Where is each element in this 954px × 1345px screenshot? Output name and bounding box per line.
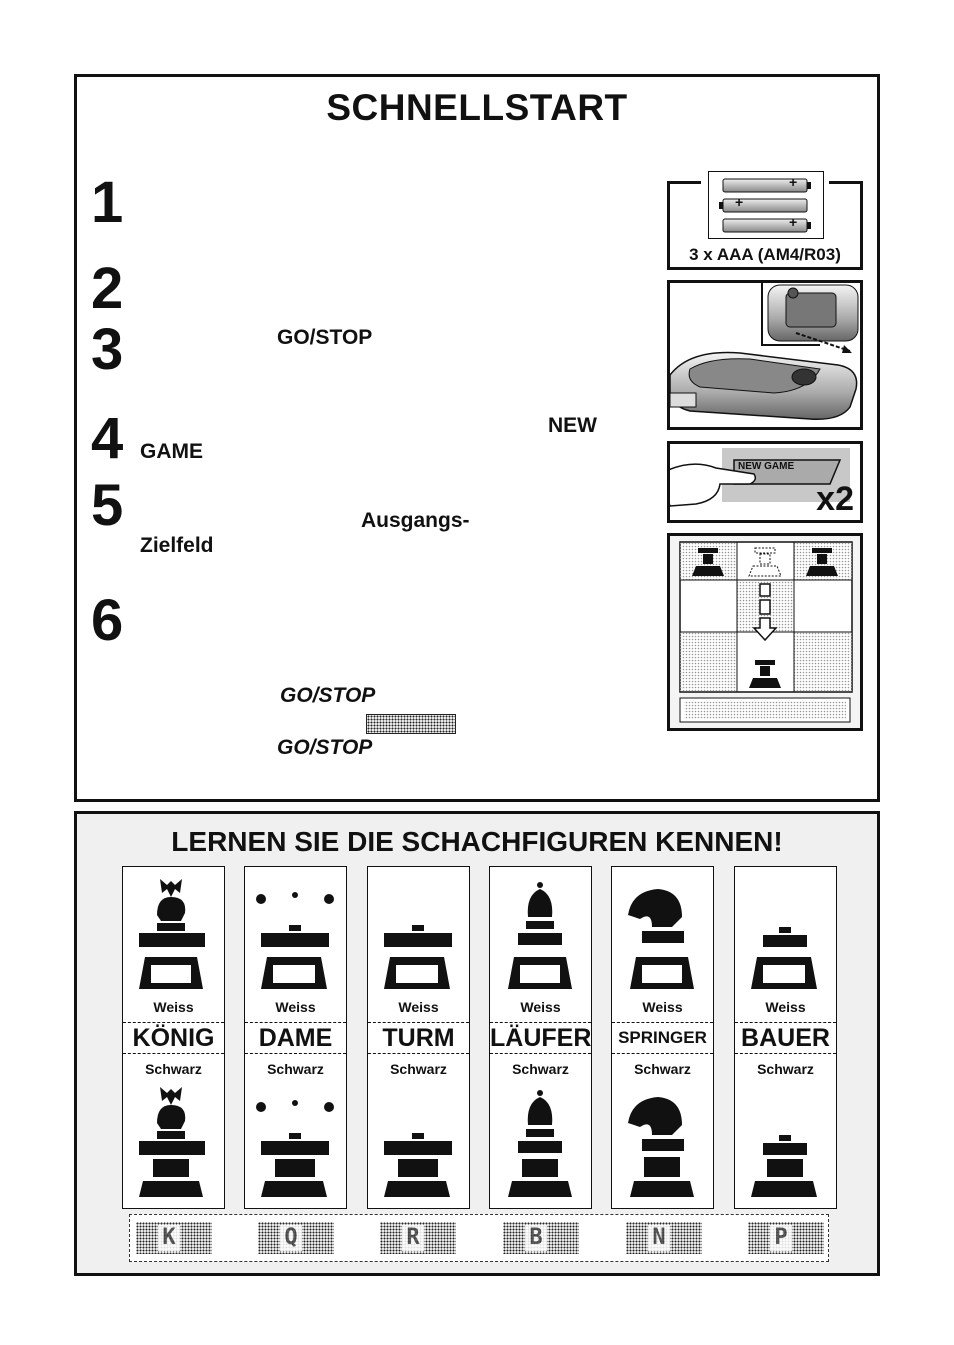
- step-number-6: 6: [91, 588, 124, 653]
- rook-icon: [384, 1133, 452, 1197]
- lcd-cell-rook: R: [380, 1222, 456, 1254]
- learn-pieces-title: LERNEN SIE DIE SCHACHFIGUREN KENNEN!: [171, 826, 783, 857]
- king-icon: [139, 1087, 205, 1197]
- battery-plus-3: +: [789, 214, 798, 230]
- board-panel: [667, 533, 863, 731]
- black-label: Schwarz: [512, 1061, 569, 1077]
- knight-icon: [628, 889, 694, 989]
- white-label: Weiss: [765, 999, 806, 1015]
- learn-pieces-panel: LERNEN SIE DIE SCHACHFIGUREN KENNEN! Wei…: [74, 811, 880, 1276]
- device-panel: [667, 280, 863, 430]
- battery-label: 3 x AAA (AM4/R03): [689, 245, 841, 264]
- new-game-panel: NEW GAME x2: [667, 441, 863, 523]
- keyword-game: GAME: [140, 440, 203, 463]
- white-label: Weiss: [520, 999, 561, 1015]
- piece-card-bishop: Weiss LÄUFER Schwarz: [489, 866, 592, 1209]
- piece-name-pawn: BAUER: [735, 1022, 836, 1054]
- quickstart-panel: SCHNELLSTART 1 2 3 4 5 6 GO/STOP NEW GAM…: [74, 74, 880, 802]
- white-label: Weiss: [275, 999, 316, 1015]
- step-number-4: 4: [91, 406, 124, 471]
- white-label: Weiss: [153, 999, 194, 1015]
- keyword-new: NEW: [548, 414, 597, 437]
- lcd-glyph-rook: R: [402, 1225, 424, 1251]
- battery-compartment: + + +: [708, 171, 824, 239]
- black-label: Schwarz: [267, 1061, 324, 1077]
- step-number-5: 5: [91, 473, 124, 538]
- step-number-1: 1: [91, 170, 124, 235]
- new-game-key-illustration: [670, 448, 850, 507]
- battery-icon: [719, 178, 811, 233]
- white-label: Weiss: [398, 999, 439, 1015]
- press-count: x2: [816, 480, 854, 518]
- rook-icon: [384, 925, 452, 989]
- move-demo-board: [679, 541, 853, 723]
- lcd-cell-queen: Q: [258, 1222, 334, 1254]
- battery-panel: + + + 3 x AAA (AM4/R03): [667, 171, 863, 270]
- piece-card-king: Weiss KÖNIG Schwarz: [122, 866, 225, 1209]
- piece-card-pawn: Weiss BAUER Schwarz: [734, 866, 837, 1209]
- white-label: Weiss: [642, 999, 683, 1015]
- black-label: Schwarz: [634, 1061, 691, 1077]
- knight-icon: [628, 1097, 694, 1197]
- black-label: Schwarz: [145, 1061, 202, 1077]
- keyword-zielfeld: Zielfeld: [140, 534, 214, 557]
- lcd-glyph-king: K: [158, 1225, 180, 1251]
- lcd-glyph-queen: Q: [280, 1225, 302, 1251]
- piece-card-rook: Weiss TURM Schwarz: [367, 866, 470, 1209]
- battery-plus-1: +: [789, 174, 798, 190]
- lcd-glyph-knight: N: [648, 1225, 670, 1251]
- lcd-cell-king: K: [136, 1222, 212, 1254]
- piece-card-knight: Weiss SPRINGER Schwarz: [611, 866, 714, 1209]
- piece-name-queen: DAME: [245, 1022, 346, 1054]
- queen-icon: [256, 892, 334, 989]
- pawn-icon: [751, 927, 817, 989]
- bishop-icon: [508, 882, 572, 989]
- lcd-stop-display: [366, 714, 456, 734]
- keyword-go-stop-italic-1: GO/STOP: [280, 684, 376, 707]
- queen-icon: [256, 1100, 334, 1197]
- new-game-key-label: NEW GAME: [738, 461, 795, 472]
- bishop-icon: [508, 1090, 572, 1197]
- lcd-cell-knight: N: [626, 1222, 702, 1254]
- lcd-glyph-bishop: B: [525, 1225, 547, 1251]
- step-number-2: 2: [91, 256, 124, 321]
- pawn-icon: [751, 1135, 817, 1197]
- chess-computer-illustration: [670, 283, 859, 420]
- piece-card-queen: Weiss DAME Schwarz: [244, 866, 347, 1209]
- piece-name-bishop: LÄUFER: [490, 1022, 592, 1054]
- piece-name-knight: SPRINGER: [612, 1022, 713, 1054]
- king-icon: [139, 879, 205, 989]
- keyword-ausgangs: Ausgangs-: [361, 509, 470, 532]
- lcd-symbol-row: K Q R B N P: [129, 1214, 829, 1262]
- step-number-3: 3: [91, 317, 124, 382]
- lcd-glyph-pawn: P: [770, 1225, 792, 1251]
- black-label: Schwarz: [390, 1061, 447, 1077]
- battery-plus-2: +: [735, 194, 744, 210]
- keyword-go-stop-italic-2: GO/STOP: [277, 736, 373, 759]
- piece-name-king: KÖNIG: [123, 1022, 224, 1054]
- black-label: Schwarz: [757, 1061, 814, 1077]
- lcd-cell-bishop: B: [503, 1222, 579, 1254]
- lcd-cell-pawn: P: [748, 1222, 824, 1254]
- keyword-go-stop: GO/STOP: [277, 326, 373, 349]
- piece-name-rook: TURM: [368, 1022, 469, 1054]
- quickstart-title: SCHNELLSTART: [326, 87, 628, 128]
